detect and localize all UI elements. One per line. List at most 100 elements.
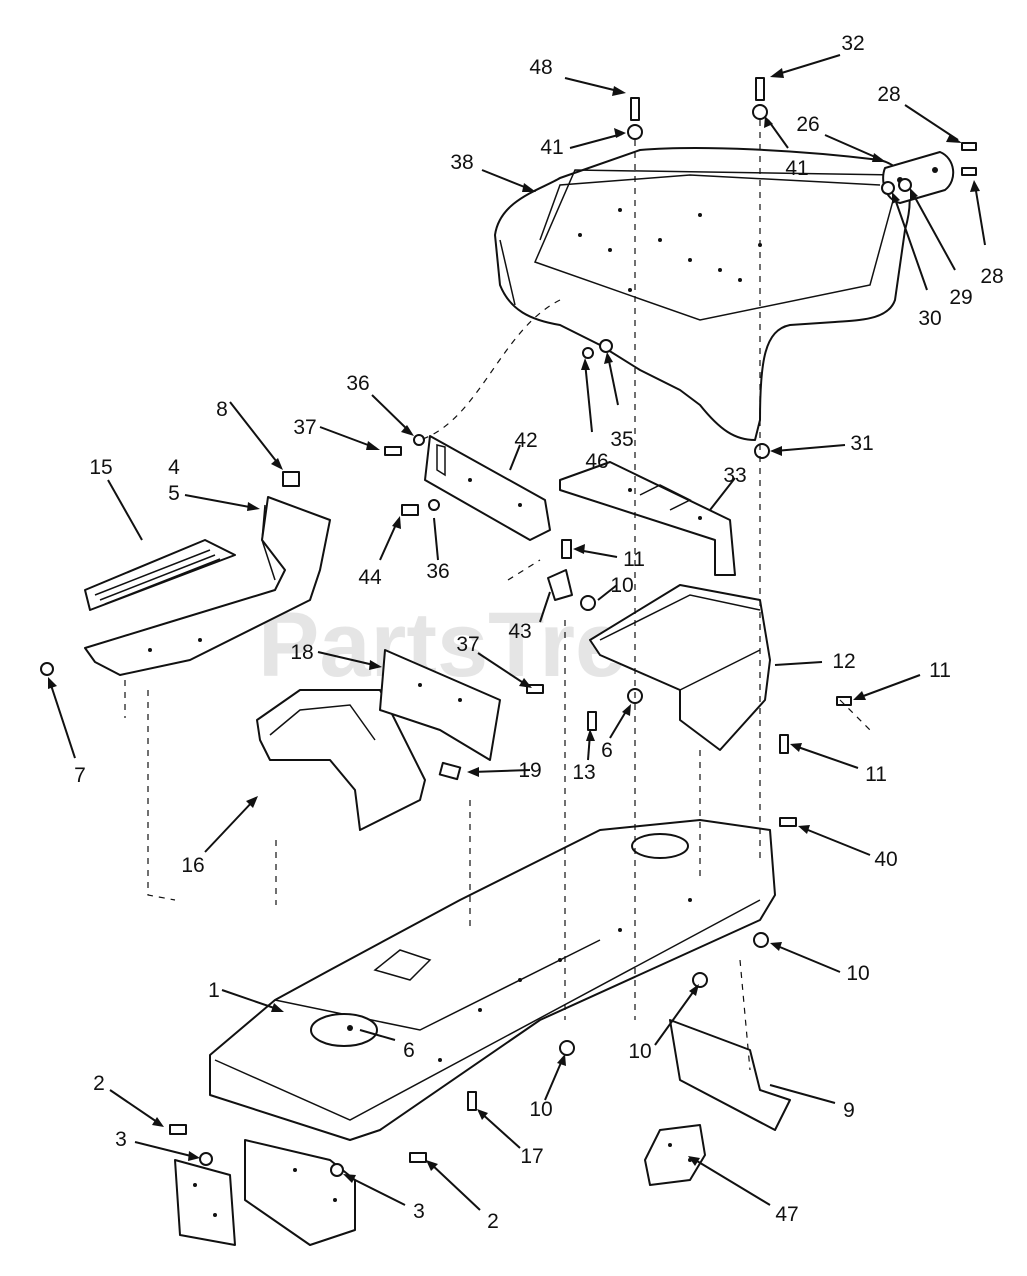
nut-3-right (330, 1163, 344, 1177)
clip-part-19 (438, 761, 462, 781)
callout-7: 7 (74, 764, 86, 787)
callout-46: 46 (585, 450, 608, 473)
frame-part-1 (209, 819, 776, 1141)
callout-3-right: 3 (413, 1200, 425, 1223)
callout-28-top: 28 (877, 83, 900, 106)
washer-41-right (752, 104, 768, 120)
callout-37-mid: 37 (456, 633, 479, 656)
callout-15: 15 (89, 456, 112, 479)
callout-9: 9 (843, 1099, 855, 1122)
bolt-28-top (961, 142, 977, 151)
washer-36-top (413, 434, 425, 446)
bracket-part-16 (256, 689, 426, 831)
callout-41-right: 41 (785, 157, 808, 180)
box-bracket-part-12 (589, 584, 771, 751)
callout-36-top: 36 (346, 372, 369, 395)
plate-part-47 (644, 1124, 706, 1186)
nut-10-low (559, 1040, 575, 1056)
callout-10-low: 10 (529, 1098, 552, 1121)
bolt-28-bottom (961, 167, 977, 176)
nut-10-top (580, 595, 596, 611)
washer-46 (582, 347, 594, 359)
callout-11-top: 11 (623, 548, 645, 571)
hardware (40, 77, 977, 1177)
callout-1: 1 (208, 979, 220, 1002)
callout-18: 18 (290, 641, 313, 664)
bracket-part-33 (559, 461, 736, 576)
callout-16: 16 (181, 854, 204, 877)
clip-43 (547, 569, 573, 601)
washer-31 (754, 443, 770, 459)
washer-36-bottom (428, 499, 440, 511)
callout-2-left: 2 (93, 1072, 105, 1095)
plate-part-3-left (174, 1159, 236, 1246)
callout-10-top: 10 (610, 574, 633, 597)
callout-38: 38 (450, 151, 473, 174)
bolt-17 (467, 1091, 477, 1111)
bracket-part-9 (669, 1019, 791, 1131)
callout-labels: 48 32 28 26 41 41 38 28 29 30 36 42 37 4… (74, 32, 1004, 1233)
callout-32: 32 (841, 32, 864, 55)
fender-part-38 (494, 147, 911, 441)
washer-29 (898, 178, 912, 192)
plate-part-3-right (244, 1139, 356, 1246)
callout-4: 4 (168, 456, 180, 479)
knob-part-8 (282, 471, 300, 487)
bolt-44 (401, 504, 419, 516)
callout-8: 8 (216, 398, 228, 421)
callout-35: 35 (610, 428, 633, 451)
bolt-37-mid (526, 684, 544, 694)
callout-41-left: 41 (540, 136, 563, 159)
callout-36-bottom: 36 (426, 560, 449, 583)
bolt-11-right (836, 696, 852, 706)
callout-48: 48 (529, 56, 552, 79)
plate-part-42 (424, 435, 551, 541)
nut-10-right (753, 932, 769, 948)
bolt-2-right (409, 1152, 427, 1163)
bolt-32 (755, 77, 765, 101)
pad-part-15 (84, 539, 236, 611)
callout-11-right: 11 (929, 659, 951, 682)
bolt-7 (40, 662, 54, 676)
callout-11-lower: 11 (865, 763, 887, 786)
callout-26: 26 (796, 113, 819, 136)
callout-10-right: 10 (846, 962, 869, 985)
callout-19: 19 (518, 759, 541, 782)
callout-13: 13 (572, 761, 595, 784)
callout-29: 29 (949, 286, 972, 309)
callout-40: 40 (874, 848, 897, 871)
callout-17: 17 (520, 1145, 543, 1168)
bolt-2-left (169, 1124, 187, 1135)
callout-3-left: 3 (115, 1128, 127, 1151)
bolt-11-top (561, 539, 572, 559)
callout-31: 31 (850, 432, 873, 455)
bolt-37-top (384, 446, 402, 456)
callout-6-frame: 6 (403, 1039, 415, 1062)
callout-43: 43 (508, 620, 531, 643)
callout-10-mid: 10 (628, 1040, 651, 1063)
bolt-48 (630, 97, 640, 121)
plate-part-18 (379, 649, 501, 761)
callout-37-top: 37 (293, 416, 316, 439)
nut-3-left (199, 1152, 213, 1166)
callout-42: 42 (514, 429, 537, 452)
leader-lines (48, 54, 986, 1211)
callout-28-right: 28 (980, 265, 1003, 288)
callout-12: 12 (832, 650, 855, 673)
callout-30: 30 (918, 307, 941, 330)
callout-33: 33 (723, 464, 746, 487)
nut-30 (881, 181, 895, 195)
callout-6-top: 6 (601, 739, 613, 762)
callout-47: 47 (775, 1203, 798, 1226)
washer-41-left (627, 124, 643, 140)
bolt-13 (587, 711, 597, 731)
bolt-11-lower (779, 734, 789, 754)
callout-2-right: 2 (487, 1210, 499, 1233)
callout-5: 5 (168, 482, 180, 505)
alignment-lines (124, 120, 871, 1071)
nut-10-mid (692, 972, 708, 988)
bolt-40 (779, 817, 797, 827)
nut-35 (599, 339, 613, 353)
callout-44: 44 (358, 566, 382, 589)
